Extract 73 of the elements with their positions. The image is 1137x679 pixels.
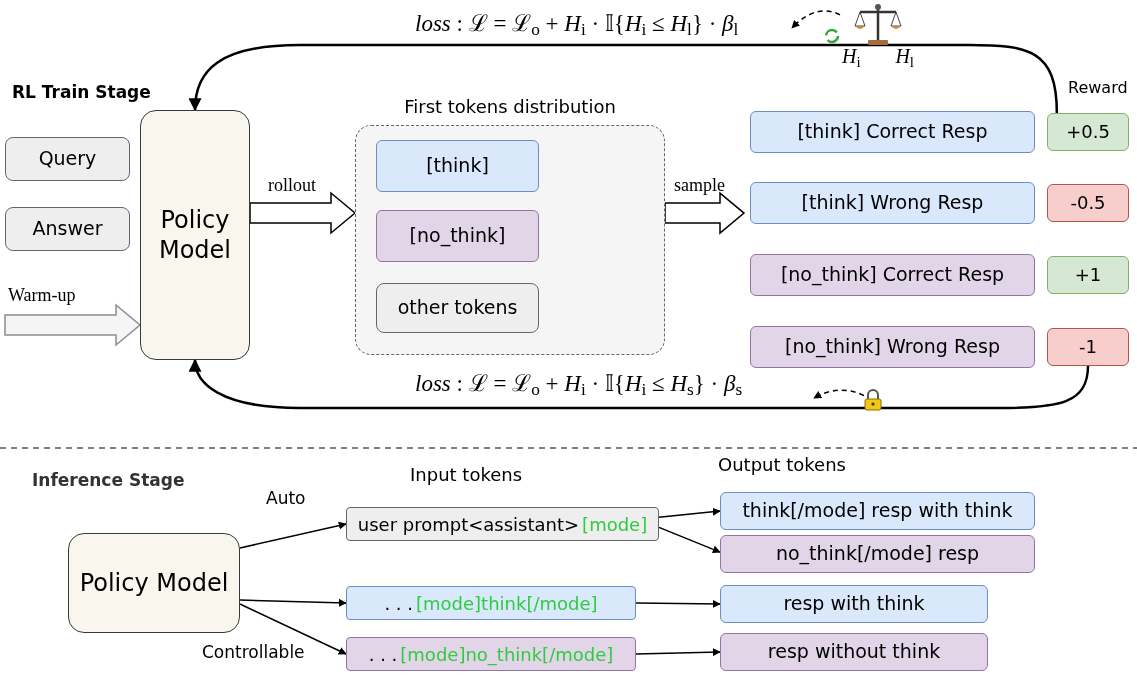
box-label: Query [38, 147, 97, 171]
token-box [376, 283, 539, 333]
block-arrow [249, 191, 357, 235]
block-arrow [4, 303, 142, 347]
box-label: Policy Model [157, 205, 233, 265]
box-label: other tokens [397, 296, 518, 320]
arrow [635, 648, 721, 657]
edge-label: rollout [268, 176, 316, 194]
panel-heading: First tokens distribution [403, 95, 617, 119]
input-token-box [346, 637, 636, 671]
edge-label: Auto [266, 490, 306, 507]
box-label: resp with think [783, 592, 925, 616]
block-arrow [664, 191, 746, 235]
edge-label: loss : ℒ = ℒ$_{o}$ + H$_{i}$ · 𝕀{H$_{i}$ ≤ H$_{s}$} · β$_{s}$ [415, 372, 743, 395]
response-box [376, 140, 539, 192]
box-label: no_think[/mode] resp [775, 542, 980, 566]
box-label: [no_think] Correct Resp [780, 263, 1005, 287]
edge-label: Controllable [202, 644, 305, 661]
box-label: -0.5 [1070, 191, 1106, 215]
input-box [5, 207, 130, 251]
box-label: [think] [426, 154, 489, 178]
token-text: . . . [mode]think[/mode] [384, 591, 598, 616]
arrow [239, 603, 347, 655]
arrow [239, 521, 347, 549]
response-box [720, 492, 1035, 530]
edge-label: loss : ℒ = ℒ$_{o}$ + H$_{i}$ · 𝕀{H$_{i}$ ≤ H$_{l}$} · β$_{l}$ [415, 12, 739, 35]
section-label: Output tokens [718, 456, 846, 474]
arrow [635, 599, 721, 608]
box-label: Policy Model [79, 568, 229, 598]
box-label: [think] Wrong Resp [801, 191, 984, 215]
response-box [720, 535, 1035, 573]
reward-box [1047, 113, 1129, 151]
section-label: RL Train Stage [12, 84, 151, 101]
arrow [239, 598, 347, 607]
response-box [750, 182, 1035, 224]
box-label: -1 [1079, 335, 1097, 359]
section-label: Input tokens [410, 466, 523, 484]
box-label: [no_think] Wrong Resp [785, 335, 1000, 359]
response-box [750, 326, 1035, 368]
arrow [658, 507, 721, 518]
input-box [5, 137, 130, 181]
arrow [658, 526, 721, 554]
arrow [189, 358, 1090, 410]
variable-label: H$_{l}$ [895, 46, 914, 66]
box-label: resp without think [767, 640, 941, 664]
model-box [68, 533, 240, 633]
variable-label: H$_{i}$ [842, 46, 861, 66]
box-label: [no_think] [409, 224, 506, 248]
input-token-box [346, 507, 659, 541]
box-label: +1 [1074, 263, 1102, 287]
response-box [750, 254, 1035, 296]
dashed-arrow [791, 10, 841, 29]
response-box [750, 111, 1035, 153]
reward-box [1047, 256, 1129, 294]
response-box [720, 633, 988, 671]
box-label: [think] Correct Resp [797, 120, 988, 144]
edge-label: Warm-up [8, 286, 76, 304]
dashed-arrow [813, 389, 865, 399]
section-label: Inference Stage [32, 472, 185, 489]
edge-label: sample [674, 176, 725, 194]
token-text: user prompt<assistant> [mode] [357, 512, 648, 537]
section-label: Reward [1068, 80, 1128, 96]
reward-box [1047, 184, 1129, 222]
box-label: Answer [32, 217, 103, 241]
response-box [376, 210, 539, 262]
arrow [189, 43, 1059, 114]
response-box [720, 585, 988, 623]
token-text: . . . [mode]no_think[/mode] [368, 642, 614, 668]
input-token-box [346, 586, 636, 620]
box-label: think[/mode] resp with think [742, 499, 1013, 523]
reward-box [1047, 328, 1129, 366]
box-label: +0.5 [1066, 120, 1110, 144]
model-box [140, 110, 250, 360]
